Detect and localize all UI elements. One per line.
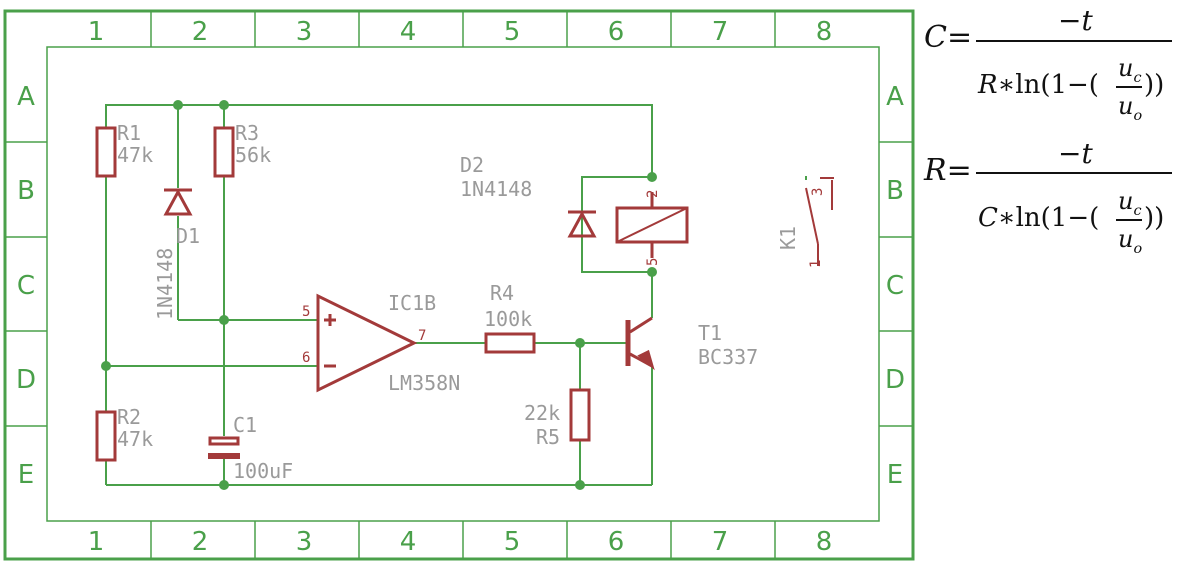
row-label-right-E: E [887, 460, 903, 490]
row-label-right-C: C [886, 271, 904, 301]
col-label-top-2: 2 [192, 17, 209, 47]
junction [219, 480, 229, 490]
diode-d2-symbol [567, 210, 597, 238]
resistance-formula: R= −t C∗ln(1−( uc uo )) [920, 135, 1190, 275]
formula-r-uo: uo [1118, 225, 1143, 257]
formula-r-inner-bar [1116, 219, 1142, 221]
r2-name-label: R2 [117, 405, 141, 429]
formula-c-uo: uo [1118, 92, 1143, 124]
junction [173, 100, 183, 110]
r1-value-label: 47k [117, 143, 153, 167]
col-label-top-8: 8 [816, 17, 833, 47]
k1-name-label: K1 [776, 226, 800, 250]
col-label-top-7: 7 [712, 17, 729, 47]
drawing-frame [3, 9, 915, 561]
col-label-top-4: 4 [400, 17, 417, 47]
r3-name-label: R3 [235, 121, 259, 145]
row-label-right-A: A [886, 82, 904, 112]
row-label-left-D: D [16, 365, 36, 395]
junction [101, 361, 111, 371]
col-label-bottom-2: 2 [192, 527, 209, 557]
t1-value-label: BC337 [698, 345, 758, 369]
pin-label: 3 [810, 188, 826, 196]
col-label-top-1: 1 [88, 17, 105, 47]
formula-r-lhs: R= [924, 153, 972, 188]
d1-value-label: 1N4148 [153, 248, 177, 320]
col-label-top-6: 6 [608, 17, 625, 47]
col-label-bottom-8: 8 [816, 527, 833, 557]
ic1b-value-label: LM358N [388, 371, 460, 395]
c1-value-label: 100uF [233, 459, 293, 483]
row-label-left-A: A [17, 82, 35, 112]
formula-r-close: )) [1144, 203, 1165, 233]
pin-label: 2 [645, 190, 661, 198]
col-label-bottom-5: 5 [504, 527, 521, 557]
r1-name-label: R1 [117, 121, 141, 145]
junction [219, 100, 229, 110]
pin-label: 7 [418, 328, 426, 344]
resistor-r2-symbol [95, 410, 117, 462]
formula-r-uc: uc [1118, 187, 1142, 219]
col-label-top-3: 3 [296, 17, 313, 47]
col-label-bottom-3: 3 [296, 527, 313, 557]
r2-value-label: 47k [117, 427, 153, 451]
col-label-bottom-7: 7 [712, 527, 729, 557]
opamp-ic1b-symbol [316, 293, 418, 393]
row-label-left-B: B [17, 176, 35, 206]
row-label-left-E: E [18, 460, 34, 490]
resistor-r1-symbol [95, 126, 117, 178]
pin-label: 6 [302, 350, 310, 366]
junction [647, 172, 657, 182]
formula-r-denominator: C∗ln(1−( [978, 203, 1100, 233]
junction [575, 338, 585, 348]
r5-name-label: R5 [536, 425, 560, 449]
c1-name-label: C1 [233, 413, 257, 437]
ic1b-name-label: IC1B [388, 291, 436, 315]
formula-c-lhs: C= [924, 20, 973, 55]
formula-c-close: )) [1144, 70, 1165, 100]
formula-c-denominator: R∗ln(1−( [978, 70, 1099, 100]
d2-name-label: D2 [460, 153, 484, 177]
formula-c-fraction-bar [976, 40, 1172, 42]
relay-coil-symbol [615, 192, 689, 258]
r4-name-label: R4 [490, 281, 514, 305]
capacitor-c1-symbol [208, 436, 240, 459]
col-label-top-5: 5 [504, 17, 521, 47]
pin-label: 1 [808, 260, 824, 268]
junction [647, 267, 657, 277]
formula-c-inner-bar [1116, 86, 1142, 88]
junction [575, 480, 585, 490]
junction [219, 315, 229, 325]
pin-label: 5 [645, 258, 661, 266]
wires [105, 104, 807, 486]
frame-ticks [5, 11, 913, 559]
pin-label: 5 [302, 304, 310, 320]
r5-value-label: 22k [524, 401, 560, 425]
junction-dots [101, 100, 657, 490]
row-label-left-C: C [17, 271, 35, 301]
col-label-bottom-6: 6 [608, 527, 625, 557]
formula-c-numerator: −t [1058, 4, 1093, 37]
t1-name-label: T1 [698, 321, 722, 345]
formula-r-fraction-bar [976, 172, 1172, 174]
col-label-bottom-4: 4 [400, 527, 417, 557]
transistor-t1-symbol [625, 316, 655, 371]
r3-value-label: 56k [235, 143, 271, 167]
d1-name-label: D1 [176, 224, 200, 248]
capacitance-formula: C= −t R∗ln(1−( uc uo )) [920, 0, 1190, 140]
col-label-bottom-1: 1 [88, 527, 105, 557]
resistor-r5-symbol [569, 388, 591, 442]
resistor-r3-symbol [213, 126, 235, 178]
r4-value-label: 100k [484, 307, 532, 331]
relay-contact-k1-symbol [805, 177, 834, 266]
formula-r-numerator: −t [1058, 137, 1093, 170]
formula-c-uc: uc [1118, 54, 1142, 86]
resistor-r4-symbol [484, 332, 536, 354]
row-label-right-D: D [885, 365, 905, 395]
diode-d1-symbol [163, 188, 193, 216]
d2-value-label: 1N4148 [460, 177, 532, 201]
row-label-right-B: B [886, 176, 904, 206]
schematic: 1 2 3 4 5 6 7 8 1 2 3 4 5 6 7 8 A B C D … [3, 9, 915, 561]
